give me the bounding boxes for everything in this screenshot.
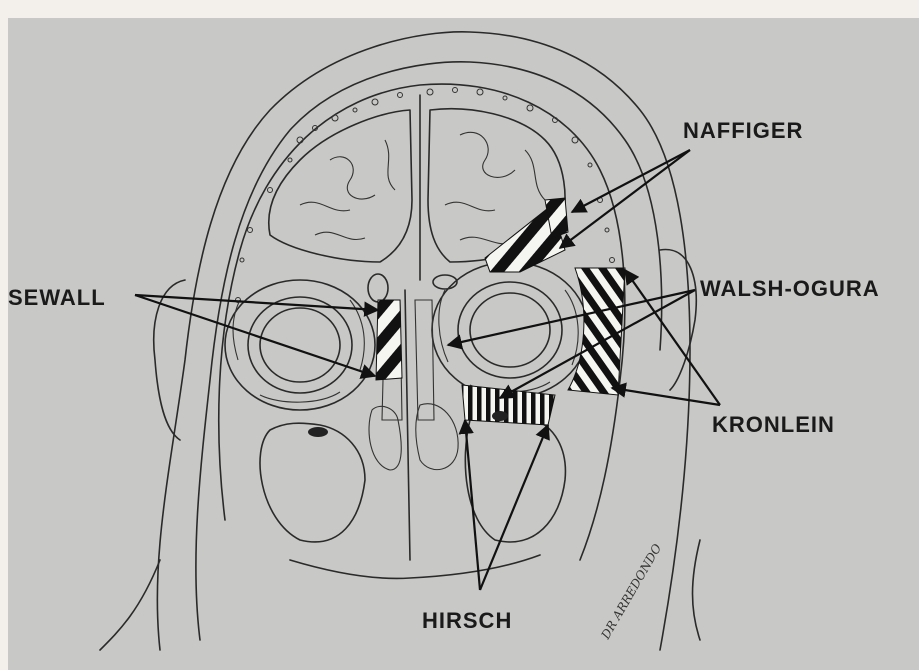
naffiger-label: NAFFIGER [683, 118, 803, 143]
sewall-label: SEWALL [8, 285, 106, 310]
infraorbital-foramen-left [308, 427, 328, 437]
diagram-panel [8, 18, 919, 670]
hirsch-label: HIRSCH [422, 608, 512, 633]
walsh-ogura-label: WALSH-OGURA [700, 276, 880, 301]
sewall-zone [376, 300, 402, 380]
kronlein-label: KRONLEIN [712, 412, 835, 437]
infraorbital-foramen-right [492, 411, 508, 421]
